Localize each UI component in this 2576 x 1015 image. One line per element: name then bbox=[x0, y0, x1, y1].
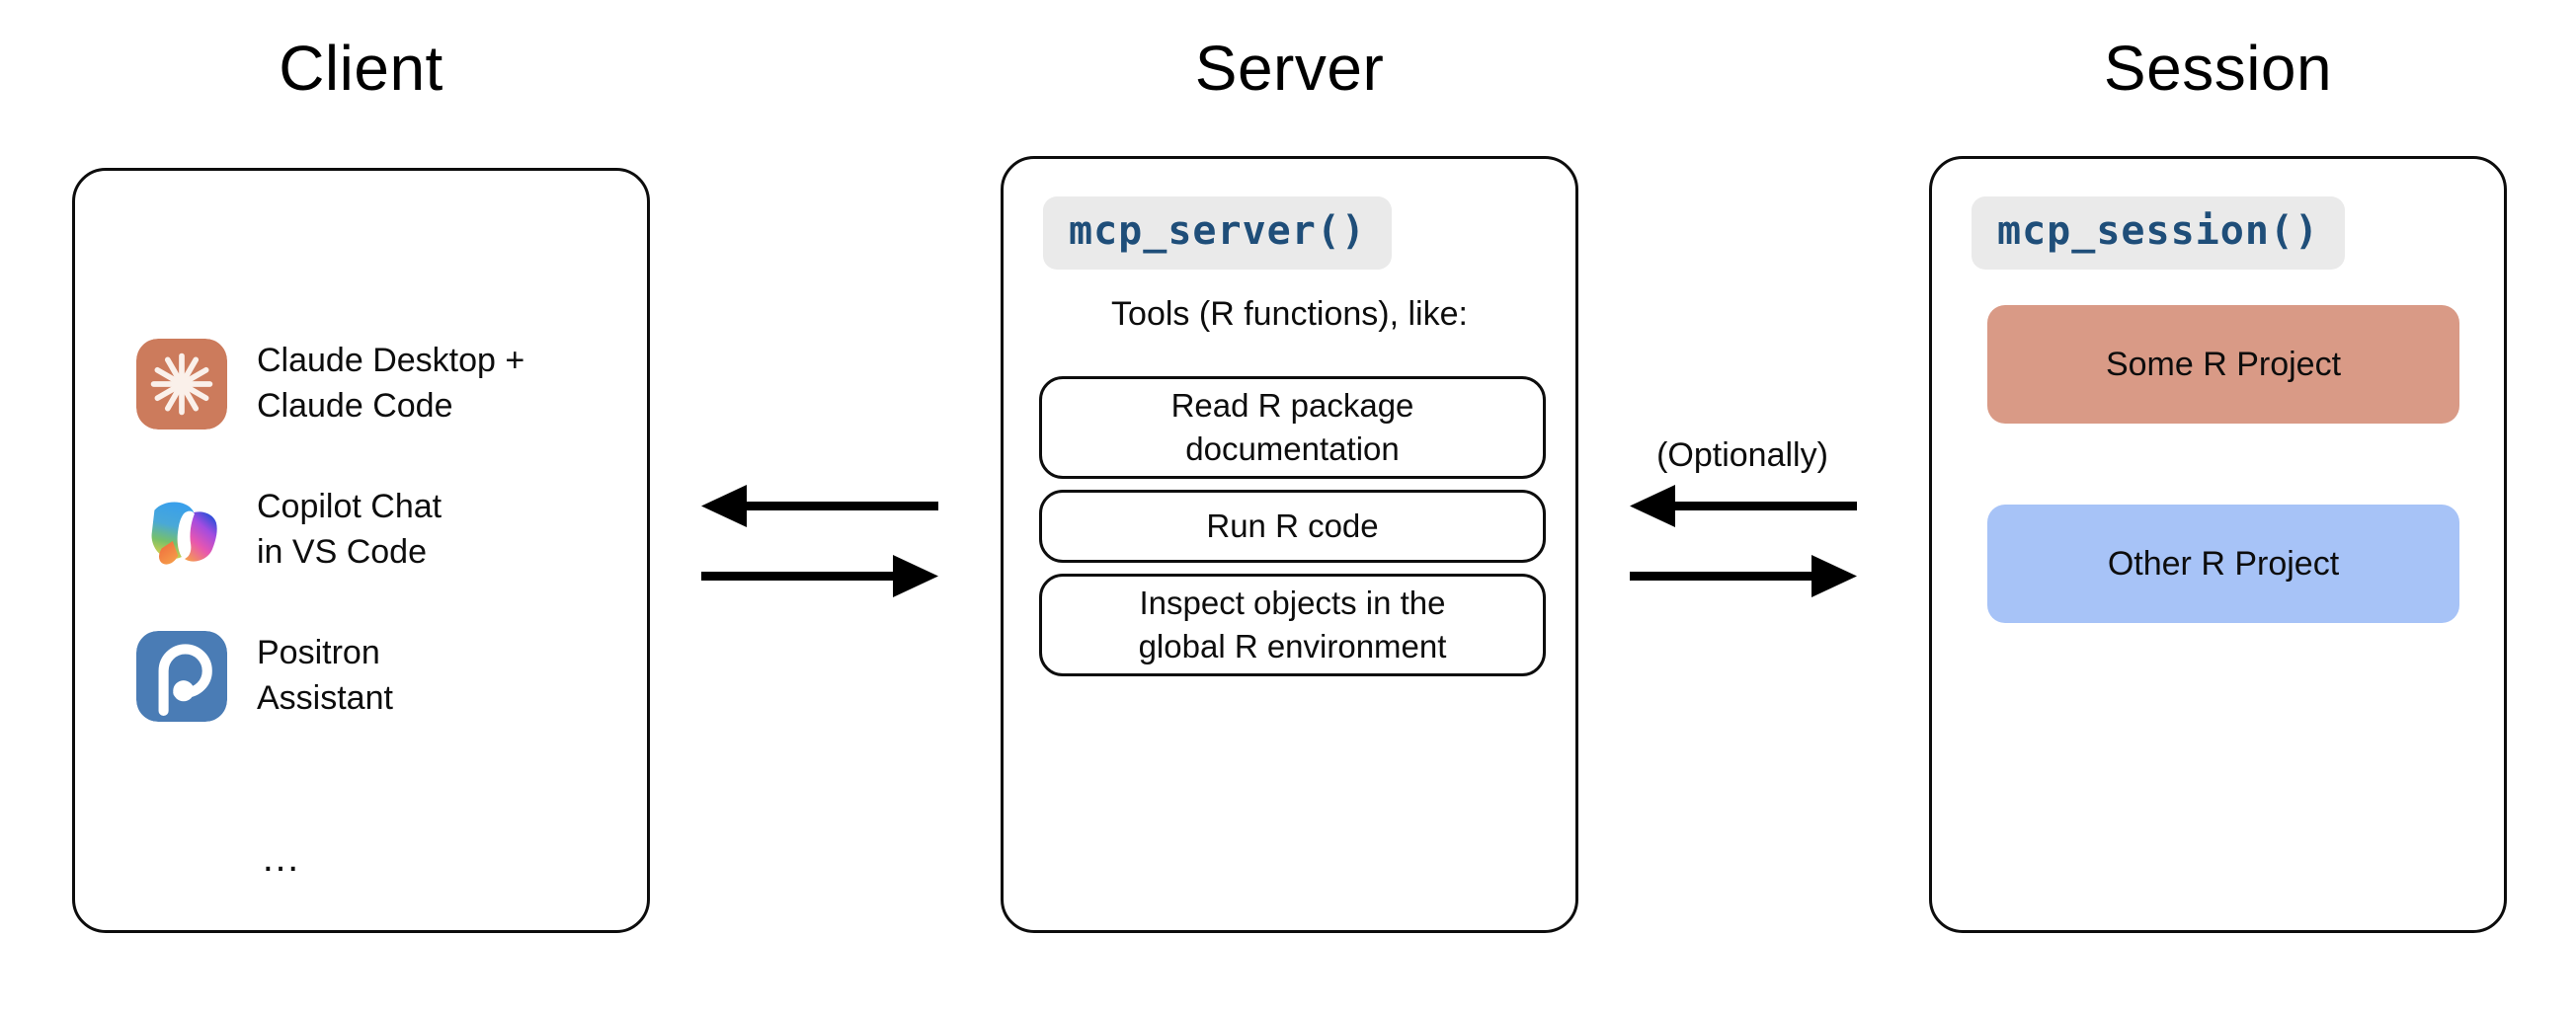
session-panel: mcp_session() Some R Project Other R Pro… bbox=[1929, 156, 2507, 933]
tool-box-read-docs: Read R package documentation bbox=[1039, 376, 1546, 479]
arrow-shaft-left bbox=[1669, 502, 1857, 510]
tool-box-inspect-objects: Inspect objects in the global R environm… bbox=[1039, 574, 1546, 676]
client-list-ellipsis: … bbox=[261, 836, 303, 880]
server-session-connector bbox=[1620, 464, 1877, 602]
positron-icon bbox=[136, 631, 227, 722]
arrow-shaft-right bbox=[701, 572, 899, 581]
list-item-claude: Claude Desktop + Claude Code bbox=[75, 339, 647, 429]
tools-caption: Tools (R functions), like: bbox=[1111, 295, 1468, 333]
arrow-head-left bbox=[701, 485, 747, 527]
list-item-positron: Positron Assistant bbox=[75, 631, 647, 722]
arrow-head-right bbox=[1811, 555, 1857, 597]
optionally-label: (Optionally) bbox=[1656, 436, 1828, 474]
arrow-shaft-right bbox=[1630, 572, 1817, 581]
list-item-label: Copilot Chat in VS Code bbox=[257, 488, 443, 571]
project-box-some-r-project: Some R Project bbox=[1987, 305, 2459, 424]
list-item-label: Positron Assistant bbox=[257, 634, 393, 717]
client-server-connector bbox=[691, 464, 948, 602]
list-item-copilot: Copilot Chat in VS Code bbox=[75, 485, 647, 576]
column-title-server: Server bbox=[1194, 33, 1385, 104]
list-item-label: Claude Desktop + Claude Code bbox=[257, 342, 525, 425]
client-app-list: Claude Desktop + Claude Code bbox=[75, 339, 647, 777]
mcp-server-code-chip: mcp_server() bbox=[1043, 196, 1392, 270]
tool-box-run-r-code: Run R code bbox=[1039, 490, 1546, 563]
column-title-session: Session bbox=[2103, 33, 2333, 104]
project-box-other-r-project: Other R Project bbox=[1987, 505, 2459, 623]
arrow-head-left bbox=[1630, 485, 1675, 527]
arrow-shaft-left bbox=[741, 502, 938, 510]
copilot-icon bbox=[136, 485, 227, 576]
server-panel: mcp_server() Tools (R functions), like: … bbox=[1001, 156, 1578, 933]
tool-list: Read R package documentation Run R code … bbox=[1039, 376, 1546, 687]
client-panel: Claude Desktop + Claude Code bbox=[72, 168, 650, 933]
claude-icon bbox=[136, 339, 227, 429]
mcp-session-code-chip: mcp_session() bbox=[1972, 196, 2346, 270]
column-title-client: Client bbox=[279, 33, 443, 104]
arrow-head-right bbox=[893, 555, 938, 597]
